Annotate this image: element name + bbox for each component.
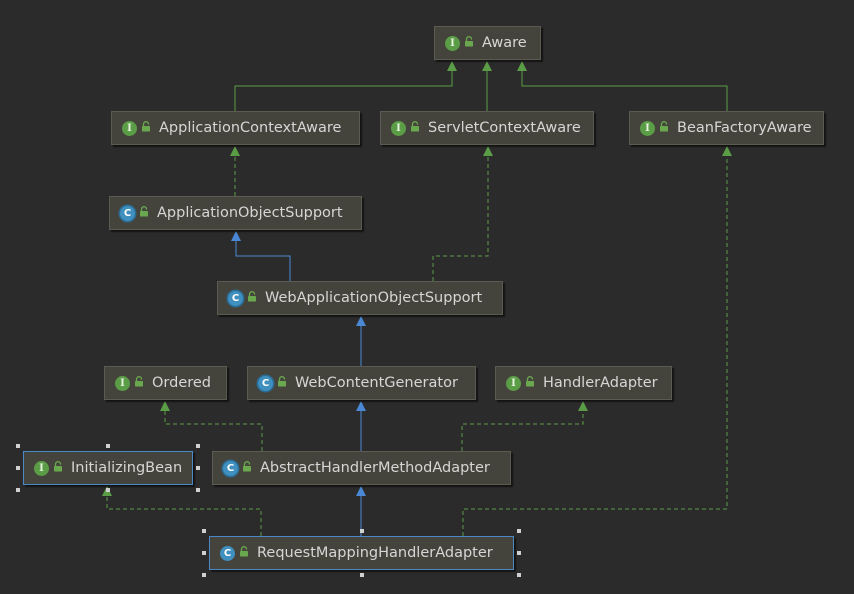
edge-application-object-support-to-application-context-aware bbox=[230, 146, 240, 196]
node-label: Ordered bbox=[152, 375, 212, 391]
selection-handle[interactable] bbox=[16, 466, 20, 470]
edge-arrowhead bbox=[517, 61, 527, 71]
edge-arrowhead bbox=[356, 401, 366, 411]
abstract-class-icon: C bbox=[258, 375, 273, 391]
selection-handle[interactable] bbox=[16, 444, 20, 448]
public-lock-icon bbox=[277, 375, 287, 391]
node-label: HandlerAdapter bbox=[543, 375, 658, 391]
public-lock-icon bbox=[659, 120, 669, 136]
edge-line bbox=[235, 240, 291, 281]
edge-arrowhead bbox=[160, 401, 170, 411]
edge-abstract-handler-method-adapter-to-web-content-generator bbox=[356, 401, 366, 451]
public-lock-icon bbox=[242, 460, 252, 476]
abstract-class-icon: C bbox=[120, 205, 135, 221]
public-lock-icon bbox=[410, 120, 420, 136]
selection-handle[interactable] bbox=[202, 551, 206, 555]
node-ordered[interactable]: I Ordered bbox=[104, 366, 227, 400]
abstract-class-icon: C bbox=[223, 460, 238, 476]
edge-line bbox=[164, 410, 263, 451]
public-lock-icon bbox=[53, 460, 63, 476]
node-label: RequestMappingHandlerAdapter bbox=[257, 545, 493, 561]
selection-handle[interactable] bbox=[359, 529, 364, 533]
public-lock-icon bbox=[464, 35, 474, 51]
edge-arrowhead bbox=[578, 401, 588, 411]
node-initializing-bean[interactable]: I InitializingBean bbox=[23, 451, 193, 485]
edge-abstract-handler-method-adapter-to-ordered bbox=[160, 401, 263, 451]
interface-icon: I bbox=[640, 120, 655, 136]
selection-handle[interactable] bbox=[196, 488, 200, 492]
selection-handle[interactable] bbox=[202, 529, 206, 533]
edge-web-content-generator-to-web-application-object-support bbox=[356, 316, 366, 366]
edge-line bbox=[432, 155, 489, 281]
node-bean-factory-aware[interactable]: I BeanFactoryAware bbox=[629, 111, 824, 145]
edge-arrowhead bbox=[482, 61, 492, 71]
public-lock-icon bbox=[247, 290, 257, 306]
edge-arrowhead bbox=[231, 231, 241, 241]
class-icon: C bbox=[220, 545, 235, 561]
edge-bean-factory-aware-to-aware bbox=[517, 61, 728, 111]
node-application-object-support[interactable]: C ApplicationObjectSupport bbox=[109, 196, 362, 230]
public-lock-icon bbox=[139, 205, 149, 221]
selection-handle[interactable] bbox=[196, 444, 200, 448]
selection-handle[interactable] bbox=[517, 573, 521, 577]
selection-handle[interactable] bbox=[196, 466, 200, 470]
node-application-context-aware[interactable]: I ApplicationContextAware bbox=[111, 111, 360, 145]
edge-line bbox=[106, 495, 262, 536]
edge-line bbox=[461, 410, 584, 451]
node-label: InitializingBean bbox=[71, 460, 183, 476]
node-label: Aware bbox=[482, 35, 527, 51]
edge-line bbox=[234, 70, 453, 111]
selection-handle[interactable] bbox=[106, 488, 110, 492]
abstract-class-icon: C bbox=[228, 290, 243, 306]
edge-arrowhead bbox=[356, 486, 366, 496]
node-label: ApplicationContextAware bbox=[159, 120, 342, 136]
interface-icon: I bbox=[34, 460, 49, 476]
selection-handle[interactable] bbox=[202, 573, 206, 577]
node-servlet-context-aware[interactable]: I ServletContextAware bbox=[380, 111, 594, 145]
edge-line bbox=[521, 70, 728, 111]
selection-handle[interactable] bbox=[359, 573, 364, 577]
node-label: WebContentGenerator bbox=[295, 375, 458, 391]
node-web-application-object-support[interactable]: C WebApplicationObjectSupport bbox=[217, 281, 503, 315]
interface-icon: I bbox=[391, 120, 406, 136]
edge-web-application-object-support-to-application-object-support bbox=[231, 231, 291, 281]
edge-abstract-handler-method-adapter-to-handler-adapter bbox=[461, 401, 588, 451]
node-web-content-generator[interactable]: C WebContentGenerator bbox=[247, 366, 476, 400]
interface-icon: I bbox=[506, 375, 521, 391]
node-label: ServletContextAware bbox=[428, 120, 581, 136]
edge-arrowhead bbox=[230, 146, 240, 156]
interface-icon: I bbox=[122, 120, 137, 136]
edge-arrowhead bbox=[483, 146, 493, 156]
edge-application-context-aware-to-aware bbox=[234, 61, 457, 111]
edge-request-mapping-handler-adapter-to-bean-factory-aware bbox=[462, 146, 732, 536]
node-label: AbstractHandlerMethodAdapter bbox=[260, 460, 490, 476]
edge-arrowhead bbox=[356, 316, 366, 326]
selection-handle[interactable] bbox=[517, 551, 521, 555]
interface-icon: I bbox=[445, 35, 460, 51]
node-request-mapping-handler-adapter[interactable]: C RequestMappingHandlerAdapter bbox=[209, 536, 514, 570]
edge-web-application-object-support-to-servlet-context-aware bbox=[432, 146, 493, 281]
edge-arrowhead bbox=[447, 61, 457, 71]
edge-arrowhead bbox=[722, 146, 732, 156]
edge-servlet-context-aware-to-aware bbox=[482, 61, 492, 111]
public-lock-icon bbox=[141, 120, 151, 136]
edge-request-mapping-handler-adapter-to-initializing-bean bbox=[102, 486, 262, 536]
node-label: WebApplicationObjectSupport bbox=[265, 290, 483, 306]
public-lock-icon bbox=[525, 375, 535, 391]
node-label: BeanFactoryAware bbox=[677, 120, 812, 136]
node-label: ApplicationObjectSupport bbox=[157, 205, 343, 221]
interface-icon: I bbox=[115, 375, 130, 391]
selection-handle[interactable] bbox=[106, 444, 110, 448]
selection-handle[interactable] bbox=[517, 529, 521, 533]
node-aware[interactable]: I Aware bbox=[434, 26, 541, 60]
public-lock-icon bbox=[239, 545, 249, 561]
node-abstract-handler-method-adapter[interactable]: C AbstractHandlerMethodAdapter bbox=[212, 451, 511, 485]
public-lock-icon bbox=[134, 375, 144, 391]
selection-handle[interactable] bbox=[16, 488, 20, 492]
node-handler-adapter[interactable]: I HandlerAdapter bbox=[495, 366, 672, 400]
